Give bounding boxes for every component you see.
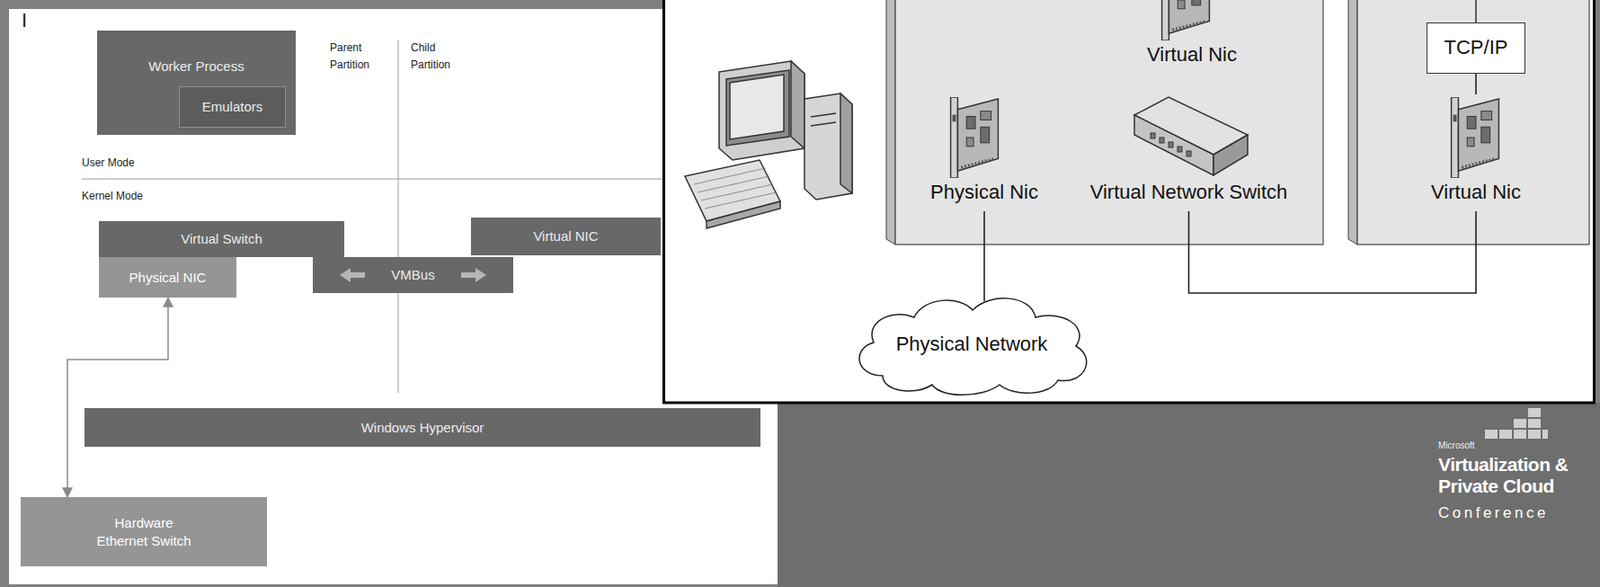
mode-divider <box>81 178 663 180</box>
switch-box: Virtual Switch <box>98 221 345 258</box>
node-text: Hardware Ethernet Switch <box>89 514 198 550</box>
nic-node: Physical Nic <box>921 94 1048 212</box>
nic-box: Physical NIC <box>98 257 237 298</box>
stack-line <box>1475 0 1477 23</box>
logo-text: Virtualization & Private Cloud <box>1438 453 1600 498</box>
computer-icon <box>684 61 853 229</box>
connector <box>983 211 986 302</box>
slide-ground <box>777 402 1600 587</box>
nic-icon <box>1162 0 1210 41</box>
parent-partition-box <box>886 0 1324 245</box>
nic-box: Virtual NIC <box>471 217 661 256</box>
node-text: Emulators <box>202 97 264 116</box>
node-text: Worker Process <box>148 57 244 76</box>
node-text: Physical Nic <box>930 179 1039 206</box>
protocol-box: TCP/IP <box>1426 22 1526 74</box>
connector <box>1475 73 1477 95</box>
logo-text: Microsoft <box>1438 440 1476 452</box>
connector <box>67 297 169 498</box>
partition-divider <box>398 40 400 393</box>
process-box: Worker ProcessEmulators <box>97 30 296 135</box>
partition-label: Parent Partition <box>329 39 386 74</box>
child-partition-box <box>1348 0 1590 245</box>
node-text: Windows Hypervisor <box>361 418 485 437</box>
hardware-switch-box: Hardware Ethernet Switch <box>20 497 267 567</box>
hypervisor-band: Windows Hypervisor <box>84 408 761 447</box>
node-text: Virtual Network Switch <box>1090 179 1289 206</box>
emulator-box: Emulators <box>178 86 286 128</box>
node-text: Virtual NIC <box>533 227 598 246</box>
node-text: Virtual Nic <box>1431 179 1521 206</box>
switch-node: Virtual Network Switch <box>1078 94 1299 212</box>
node-text: Physical Network <box>896 331 1049 358</box>
slide-panel <box>8 8 778 585</box>
cursor-mark: I <box>21 8 27 33</box>
nic-icon <box>1451 97 1500 178</box>
nic-icon <box>951 97 999 178</box>
logo-text: Conference <box>1438 504 1549 523</box>
node-text: TCP/IP <box>1444 35 1509 62</box>
switch-icon <box>1134 97 1248 176</box>
connector <box>1189 211 1477 294</box>
mode-label: User Mode <box>81 156 135 169</box>
nic-node: Virtual Nic <box>1137 0 1246 74</box>
mode-label: Kernel Mode <box>81 189 143 203</box>
nic-node: Virtual Nic <box>1422 94 1530 212</box>
bus-box: VMBus <box>312 257 514 294</box>
node-text: VMBus <box>391 266 435 285</box>
node-text: Virtual Nic <box>1146 42 1237 69</box>
node-text: Physical NIC <box>129 268 207 287</box>
node-text: Virtual Switch <box>180 230 263 249</box>
network-cloud: Physical Network <box>846 290 1097 399</box>
logo-blocks <box>1484 408 1548 439</box>
partition-label: Child Partition <box>410 39 467 74</box>
